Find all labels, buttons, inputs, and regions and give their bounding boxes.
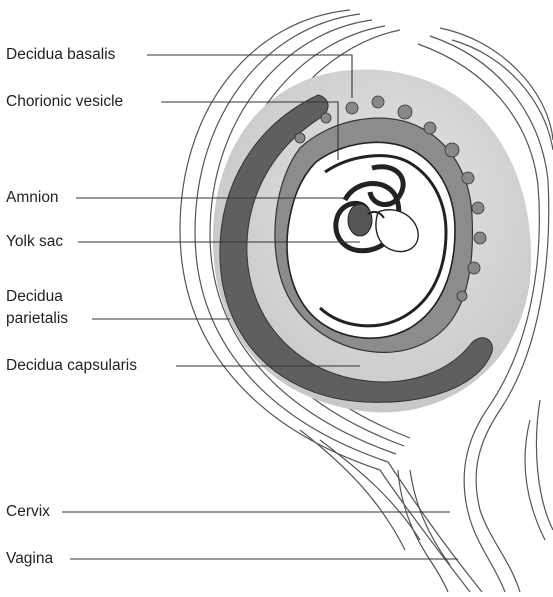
label-chorionic-vesicle: Chorionic vesicle [6,93,123,111]
label-decidua-parietalis-line2: parietalis [6,310,68,328]
label-yolk-sac: Yolk sac [6,233,63,251]
label-decidua-basalis: Decidua basalis [6,46,115,64]
chorionic-cavity [287,142,455,338]
label-decidua-parietalis-line1: Decidua [6,288,63,306]
label-cervix: Cervix [6,503,50,521]
label-amnion: Amnion [6,189,59,207]
label-vagina: Vagina [6,550,53,568]
label-decidua-capsularis: Decidua capsularis [6,357,137,375]
